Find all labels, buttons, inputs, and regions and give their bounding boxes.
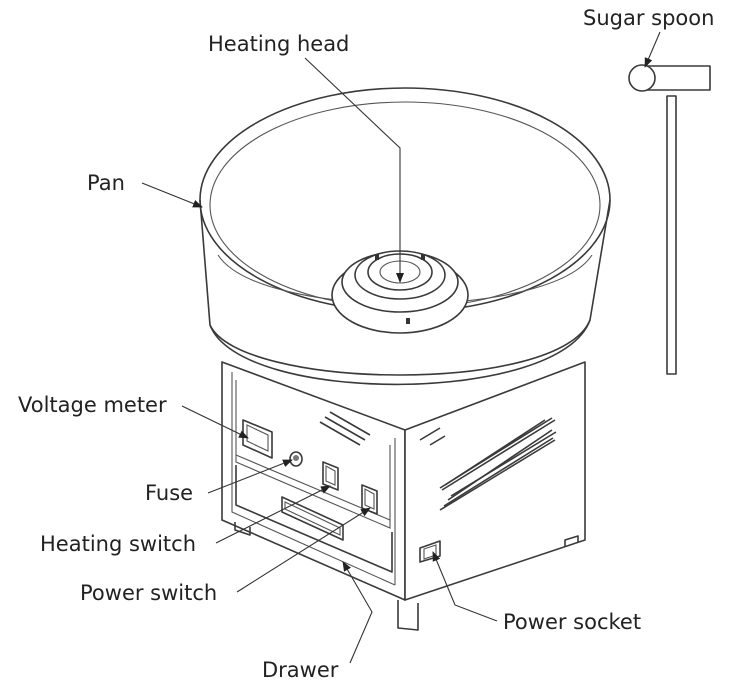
pan [199, 87, 611, 386]
label-power-switch: Power switch [80, 581, 217, 605]
drawer [235, 465, 393, 573]
power-switch [361, 484, 378, 515]
fuse [289, 451, 303, 467]
label-fuse: Fuse [145, 481, 193, 505]
label-drawer: Drawer [262, 658, 339, 682]
front-vents [319, 411, 446, 446]
cabinet-base [221, 361, 586, 631]
label-heating-switch: Heating switch [40, 532, 196, 556]
label-power-socket: Power socket [503, 610, 641, 634]
sugar-spoon [628, 64, 711, 375]
side-vents [439, 417, 557, 511]
label-pan: Pan [87, 171, 125, 195]
leader-lines [141, 31, 661, 664]
label-sugar-spoon: Sugar spoon [583, 6, 714, 30]
heating-switch [322, 461, 339, 491]
label-voltage-meter: Voltage meter [18, 393, 167, 417]
label-heating-head: Heating head [208, 32, 349, 56]
